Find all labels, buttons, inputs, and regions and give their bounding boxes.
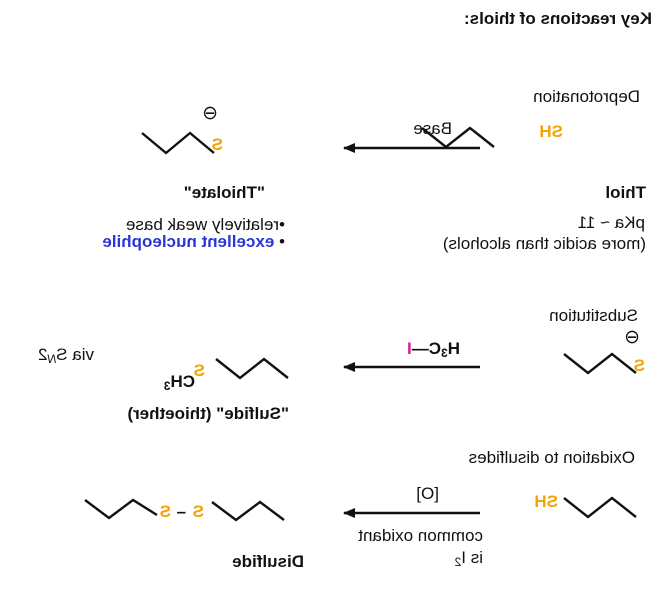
disulfide-name: Disulfide — [232, 552, 304, 571]
thiol-sh-atom: SH — [539, 122, 563, 141]
thiol-pka: pKa ~ 11 — [577, 213, 645, 232]
reagent-base: Base — [413, 119, 452, 138]
page-title: Key reactions of thiols: — [464, 9, 652, 28]
reagent-oxidant: [O] — [416, 484, 439, 503]
thiol-chain-3 — [563, 496, 637, 519]
thiolate-name: "Thiolate" — [183, 183, 265, 202]
reaction-name-oxidation: Oxidation to disulfides — [468, 448, 635, 467]
reaction-name-deprotonation: Deprotonation — [533, 87, 640, 106]
thiol-name: Thiol — [605, 183, 646, 202]
sulfide-chain — [215, 357, 289, 380]
disulfide-chain-left — [211, 500, 285, 522]
negative-charge-icon: ⊖ — [202, 103, 218, 124]
disulfide-chain-right — [84, 498, 158, 520]
sulfide-methyl-group: CH3 — [163, 372, 195, 393]
reaction-name-substitution: Substitution — [549, 306, 638, 325]
sulfide-s-atom: S — [193, 361, 205, 380]
negative-charge-icon-2: ⊖ — [624, 327, 640, 348]
thiolate-s-atom: S — [211, 135, 223, 154]
disulfide-s-atom-2: S — [159, 502, 171, 521]
oxidant-note-2: is I2 — [454, 548, 483, 569]
disulfide-s-atom-1: S — [192, 502, 204, 521]
reagent-methyl-iodide: H3C—I — [407, 339, 460, 360]
thiolate-chain-2 — [563, 352, 637, 375]
mechanism-label: via SN2 — [38, 345, 94, 366]
oxidant-note-1: common oxidant — [358, 526, 483, 545]
disulfide-bond: – — [176, 502, 186, 521]
thiolate-s-atom-2: S — [633, 356, 645, 375]
thiolate-property-1: •relatively weak base — [125, 215, 285, 234]
thiolate-property-2: • excellent nucleophile — [102, 232, 285, 251]
thiol-sh-atom-3: SH — [534, 492, 558, 511]
thiol-acidity-note: (more acidic than alcohols) — [442, 234, 646, 253]
sulfide-name: "Sulfide" (thioether) — [127, 404, 289, 423]
thiol-chain-1 — [421, 126, 495, 149]
thiolate-chain — [141, 131, 215, 155]
